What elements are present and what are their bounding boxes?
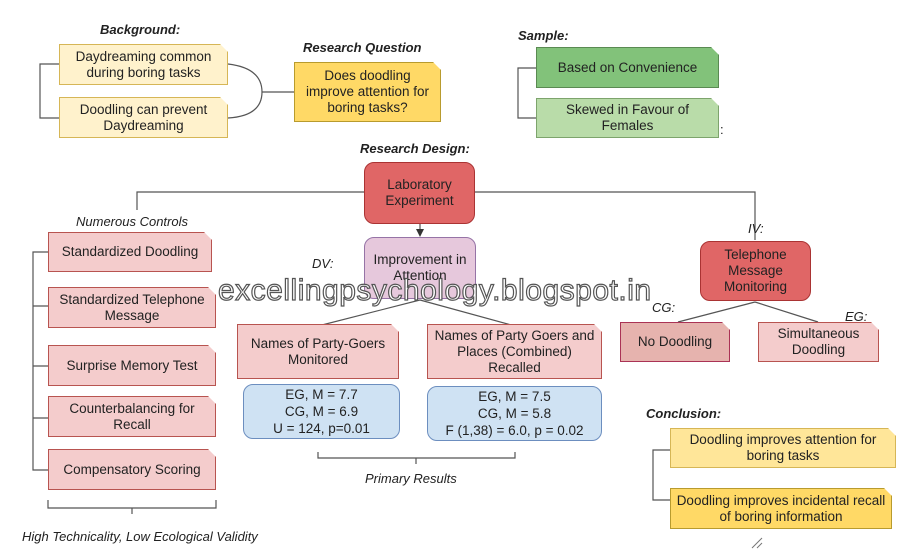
sample-label: Sample:: [518, 28, 569, 43]
primary-results-label: Primary Results: [365, 471, 457, 486]
results-1-eg: EG, M = 7.7: [285, 387, 358, 402]
conclusion-label: Conclusion:: [646, 406, 722, 421]
laboratory-experiment-box: Laboratory Experiment: [364, 162, 475, 224]
results-2-stat: F (1,38) = 6.0, p = 0.02: [445, 423, 584, 438]
arrow-head-icon: [416, 229, 424, 237]
iv-box-telephone-monitoring: Telephone Message Monitoring: [700, 241, 811, 301]
control-standardized-doodling: Standardized Doodling: [48, 232, 212, 272]
eg-box-simultaneous-doodling: Simultaneous Doodling: [758, 322, 879, 362]
conclusion-box-attention: Doodling improves attention for boring t…: [670, 428, 896, 468]
control-surprise-memory-test: Surprise Memory Test: [48, 345, 216, 386]
background-box-doodling: Doodling can prevent Daydreaming: [59, 97, 228, 138]
control-compensatory-scoring: Compensatory Scoring: [48, 449, 216, 490]
control-standardized-telephone-message: Standardized Telephone Message: [48, 287, 216, 328]
sample-box-convenience: Based on Convenience: [536, 47, 719, 88]
results-1-stat: U = 124, p=0.01: [273, 421, 370, 436]
research-design-label: Research Design:: [360, 141, 470, 156]
conclusion-box-recall: Doodling improves incidental recall of b…: [670, 488, 892, 529]
high-technicality-label: High Technicality, Low Ecological Validi…: [22, 529, 258, 544]
colon-mark: :: [720, 122, 724, 137]
results-2-eg: EG, M = 7.5: [478, 389, 551, 404]
sample-box-females: Skewed in Favour of Females: [536, 98, 719, 138]
background-box-daydreaming: Daydreaming common during boring tasks: [59, 44, 228, 85]
background-label: Background:: [100, 22, 181, 37]
dv-label: DV:: [312, 256, 334, 271]
measure-box-party-goers-recalled: Names of Party Goers and Places (Combine…: [427, 324, 602, 379]
results-box-monitored: EG, M = 7.7 CG, M = 6.9 U = 124, p=0.01: [243, 384, 400, 439]
control-counterbalancing: Counterbalancing for Recall: [48, 396, 216, 437]
results-1-cg: CG, M = 6.9: [284, 404, 359, 419]
cg-box-no-doodling: No Doodling: [620, 322, 730, 362]
dv-box-improvement-attention: Improvement in Attention: [364, 237, 476, 299]
watermark-text: excellingpsychology.blogspot.in: [217, 273, 652, 307]
measure-box-party-goers-monitored: Names of Party-Goers Monitored: [237, 324, 399, 379]
research-question-label: Research Question: [303, 40, 422, 55]
results-2-cg: CG, M = 5.8: [477, 406, 552, 421]
research-question-box: Does doodling improve attention for bori…: [294, 62, 441, 122]
numerous-controls-label: Numerous Controls: [76, 214, 188, 229]
iv-label: IV:: [748, 221, 764, 236]
eg-label: EG:: [845, 309, 868, 324]
cg-label: CG:: [652, 300, 676, 315]
results-box-recalled: EG, M = 7.5 CG, M = 5.8 F (1,38) = 6.0, …: [427, 386, 602, 441]
resize-grip-icon: [751, 537, 763, 549]
